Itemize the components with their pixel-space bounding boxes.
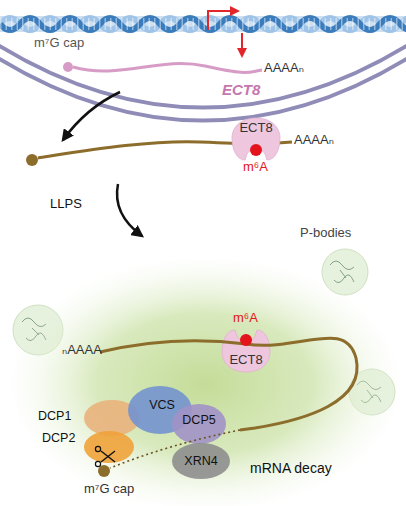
- compartment-label: P-bodies: [300, 226, 351, 240]
- nuclear-mrna: [73, 63, 262, 72]
- cap-circle: [63, 62, 73, 72]
- node-text: ECT8: [220, 353, 272, 367]
- protein-blob: XRN4: [172, 443, 230, 479]
- protein-shape: [172, 404, 226, 444]
- scissors-blade: [101, 451, 115, 462]
- condensate: mRNA decay ECT8DCP1DCP2 VCSDCP5XRN4: [8, 250, 402, 506]
- node-text: VCS: [142, 399, 182, 413]
- dna-strand: [0, 18, 406, 30]
- cap-label: m⁷G cap: [34, 36, 84, 50]
- export-arrow: [63, 92, 120, 140]
- protein-shape: [172, 443, 230, 479]
- scissors-handle: [95, 446, 100, 451]
- modification-label: m⁶A: [243, 160, 268, 174]
- protein-shape: [84, 431, 134, 463]
- cap-circle: [98, 465, 110, 477]
- node-text: mRNA decay: [250, 461, 332, 476]
- protein-blob: DCP2: [84, 431, 134, 463]
- protein-blob: DCP5: [172, 404, 226, 444]
- gene-name: ECT8: [222, 82, 260, 99]
- condensate-fill: [8, 256, 402, 506]
- scissors-blade: [101, 451, 115, 462]
- m6a-dot: [250, 144, 262, 156]
- process-label: LLPS: [50, 197, 82, 211]
- protein-blob-outline: [84, 431, 134, 463]
- nuclear-envelope: [0, 58, 406, 121]
- node-text: DCP1: [38, 410, 71, 424]
- reader-protein: ECT8: [220, 328, 272, 374]
- condensate-mrna: [100, 338, 357, 430]
- scissors-handle: [95, 461, 100, 466]
- node-text: DCP5: [176, 414, 222, 428]
- m6a-dot: [240, 334, 252, 346]
- polya-label: AAAAₙ: [294, 133, 334, 147]
- nuclear-envelope: [0, 45, 406, 108]
- dna-stripes: [0, 18, 406, 30]
- p-body-rna: [330, 261, 354, 283]
- hidden-mrna: [110, 430, 240, 468]
- node-text: XRN4: [176, 455, 226, 469]
- polya-label: AAAAₙ: [264, 61, 304, 75]
- scissors-symbol: [95, 446, 115, 466]
- reader-protein: ECT8: [230, 116, 282, 162]
- node-text: DCP2: [42, 432, 75, 446]
- dna-strand: [0, 18, 406, 30]
- transcription-arrow: [241, 33, 243, 56]
- llps-arrow: [117, 184, 142, 236]
- cap-circle: [26, 154, 38, 166]
- promoter-arrow: [208, 11, 238, 30]
- node-text: ECT8: [230, 121, 282, 135]
- reader-protein-outline: [220, 328, 272, 374]
